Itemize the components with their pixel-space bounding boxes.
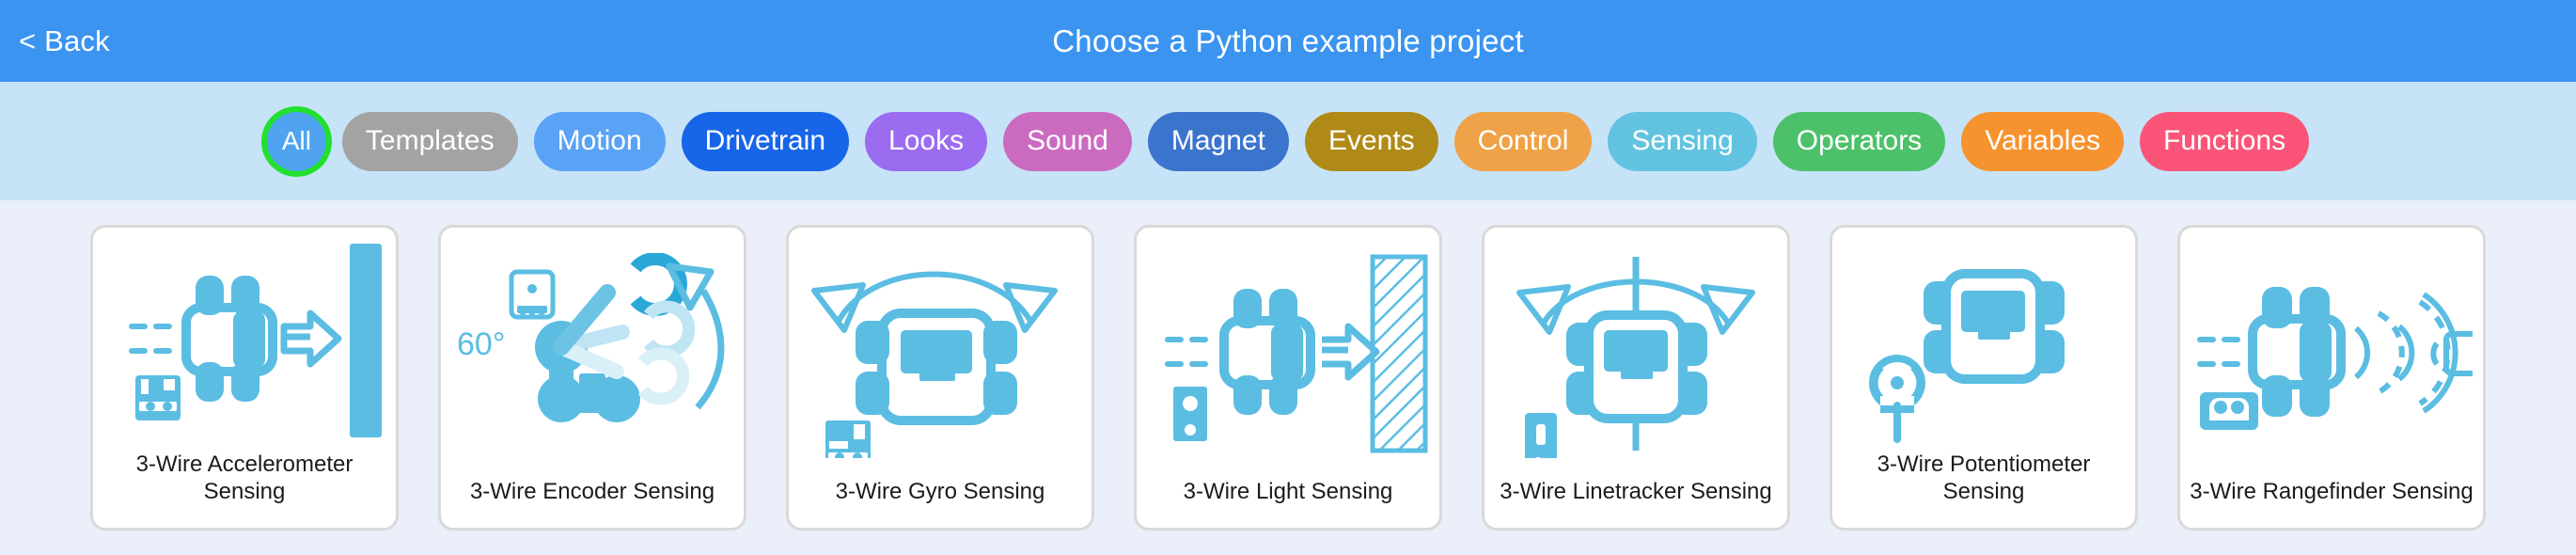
filter-chip-drivetrain[interactable]: Drivetrain [681, 111, 850, 171]
potentiometer-art [1832, 228, 2135, 452]
back-button[interactable]: < Back [19, 24, 110, 57]
rangefinder-art [2180, 228, 2483, 479]
example-card[interactable]: 3-Wire Linetracker Sensing [1482, 225, 1790, 531]
example-card-label: 3-Wire Light Sensing [1183, 478, 1393, 504]
example-card-label: 3-Wire Rangefinder Sensing [2190, 478, 2474, 504]
filter-chip-functions[interactable]: Functions [2140, 111, 2310, 171]
example-card-label: 3-Wire Gyro Sensing [835, 478, 1045, 504]
app-header: < Back Choose a Python example project [0, 0, 2576, 82]
encoder-art: 60° [441, 228, 744, 479]
light-art [1137, 228, 1439, 479]
filter-chip-variables[interactable]: Variables [1961, 111, 2125, 171]
filter-chip-sensing[interactable]: Sensing [1608, 111, 1757, 171]
accelerometer-art [93, 228, 396, 452]
linetracker-art [1484, 228, 1787, 479]
filter-chip-motion[interactable]: Motion [533, 111, 666, 171]
filter-chip-events[interactable]: Events [1304, 111, 1438, 171]
example-card[interactable]: 3-Wire Light Sensing [1134, 225, 1442, 531]
example-card-label: 3-Wire Accelerometer Sensing [135, 452, 353, 504]
example-project-grid: 3-Wire Accelerometer Sensing 60° [0, 200, 2576, 555]
example-card-label: 3-Wire Encoder Sensing [469, 478, 715, 504]
example-card[interactable]: 3-Wire Rangefinder Sensing [2177, 225, 2486, 531]
filter-chip-magnet[interactable]: Magnet [1147, 111, 1289, 171]
example-card[interactable]: 3-Wire Accelerometer Sensing [90, 225, 399, 531]
filter-chip-control[interactable]: Control [1453, 111, 1593, 171]
example-card-label: 3-Wire Linetracker Sensing [1500, 478, 1772, 504]
filter-chip-sound[interactable]: Sound [1003, 111, 1132, 171]
filter-chip-looks[interactable]: Looks [865, 111, 988, 171]
filter-chip-operators[interactable]: Operators [1772, 111, 1946, 171]
gyro-art [789, 228, 1092, 479]
svg-text:60°: 60° [457, 326, 505, 362]
example-card[interactable]: 3-Wire Gyro Sensing [786, 225, 1094, 531]
filter-chip-all[interactable]: All [266, 111, 326, 171]
page-title: Choose a Python example project [1052, 23, 1524, 58]
example-card[interactable]: 60° 3-W [438, 225, 746, 531]
example-card[interactable]: 3-Wire Potentiometer Sensing [1830, 225, 2138, 531]
filter-chip-templates[interactable]: Templates [341, 111, 518, 171]
example-card-label: 3-Wire Potentiometer Sensing [1877, 452, 2091, 504]
